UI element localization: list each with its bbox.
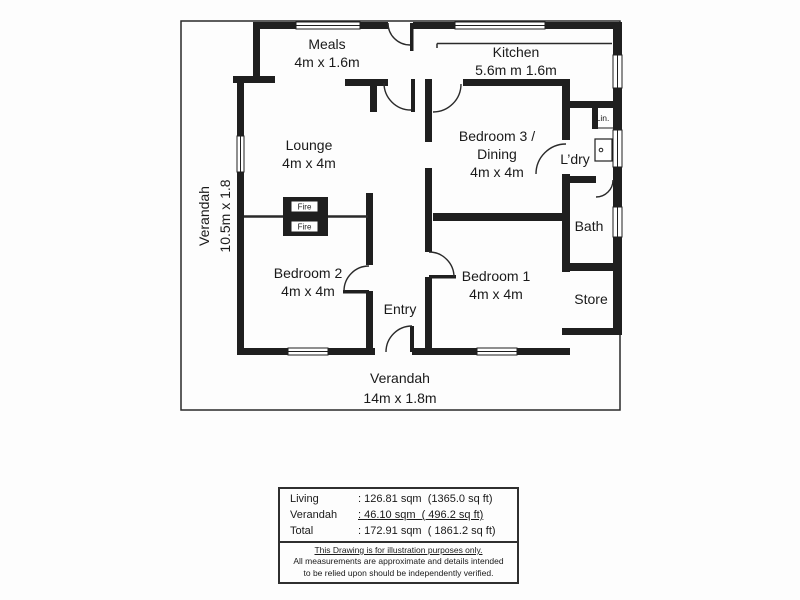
fireplace: Fire Fire xyxy=(244,197,368,236)
window-icon xyxy=(236,135,245,173)
room-label-verandah-front: Verandah xyxy=(370,370,430,386)
window-icon xyxy=(454,21,546,30)
door-kitchen-hall xyxy=(432,83,462,113)
floorplan-drawing: Fire Fire Meals 4m x 1.6m Kitchen 5.6m m… xyxy=(180,20,623,411)
laundry-tub-icon xyxy=(594,138,613,162)
room-dims-bedroom2: 4m x 4m xyxy=(281,283,335,299)
disclaimer-line-2: All measurements are approximate and det… xyxy=(293,556,504,567)
legend-row-living: Living : 126.81 sqm (1365.0 sq ft) xyxy=(290,492,509,508)
door-hall-top xyxy=(383,79,415,112)
fire-label-top: Fire xyxy=(298,203,312,212)
walls xyxy=(233,22,622,355)
window-icon xyxy=(476,347,518,356)
floorplan-svg: Fire Fire Meals 4m x 1.6m Kitchen 5.6m m… xyxy=(180,20,623,411)
door-entry-front xyxy=(385,325,414,353)
room-dims-bedroom1: 4m x 4m xyxy=(469,286,523,302)
room-label-bedroom3-line2: Dining xyxy=(477,146,517,162)
disclaimer-box: This Drawing is for illustration purpose… xyxy=(278,541,519,585)
window-icon xyxy=(287,347,329,356)
legend-label: Total xyxy=(290,524,314,537)
room-label-laundry: L’dry xyxy=(560,151,590,167)
legend-row-verandah: Verandah : 46.10 sqm ( 496.2 sq ft) xyxy=(290,508,509,524)
room-label-bedroom1: Bedroom 1 xyxy=(462,268,531,284)
window-icon xyxy=(612,129,623,168)
room-labels: Meals 4m x 1.6m Kitchen 5.6m m 1.6m Loun… xyxy=(196,36,609,406)
disclaimer-line-1: This Drawing is for illustration purpose… xyxy=(314,545,483,555)
door-meals-kitchen xyxy=(387,22,414,51)
kitchen-bench-line xyxy=(436,42,612,48)
legend-value: : 126.81 sqm (1365.0 sq ft) xyxy=(358,493,493,505)
door-bedroom1 xyxy=(428,251,456,279)
room-label-bedroom2: Bedroom 2 xyxy=(274,265,343,281)
door-laundry xyxy=(535,143,567,175)
room-dims-meals: 4m x 1.6m xyxy=(294,54,359,70)
room-dims-verandah-side: 10.5m x 1.8 xyxy=(217,179,233,252)
door-bath xyxy=(595,179,614,198)
legend-label: Living xyxy=(290,493,319,505)
door-glyphs xyxy=(343,22,614,353)
area-legend-box: Living : 126.81 sqm (1365.0 sq ft) Veran… xyxy=(278,487,519,546)
window-glyphs xyxy=(236,21,623,356)
room-label-bath: Bath xyxy=(575,218,604,234)
room-label-meals: Meals xyxy=(308,36,345,52)
room-label-entry: Entry xyxy=(384,301,417,317)
room-label-linen: Lin. xyxy=(596,113,610,123)
room-dims-kitchen: 5.6m m 1.6m xyxy=(475,62,557,78)
room-label-store: Store xyxy=(574,291,608,307)
window-icon xyxy=(295,21,361,30)
legend-value: : 46.10 sqm ( 496.2 sq ft) xyxy=(358,508,484,521)
window-icon xyxy=(612,54,623,89)
room-label-kitchen: Kitchen xyxy=(493,44,540,60)
disclaimer-line-3: to be relied upon should be independentl… xyxy=(303,567,494,578)
fixtures: Fire Fire xyxy=(244,42,613,236)
door-bedroom2 xyxy=(343,265,370,294)
legend-value: : 172.91 sqm ( 1861.2 sq ft) xyxy=(358,524,496,537)
legend-row-total: Total : 172.91 sqm ( 1861.2 sq ft) xyxy=(290,524,509,540)
room-dims-bedroom3: 4m x 4m xyxy=(470,164,524,180)
room-label-verandah-side: Verandah xyxy=(196,186,212,246)
window-icon xyxy=(612,206,623,238)
room-label-bedroom3-line1: Bedroom 3 / xyxy=(459,128,535,144)
legend-label: Verandah xyxy=(290,508,338,521)
room-dims-lounge: 4m x 4m xyxy=(282,155,336,171)
room-dims-verandah-front: 14m x 1.8m xyxy=(363,390,436,406)
room-label-lounge: Lounge xyxy=(286,137,333,153)
fire-label-bottom: Fire xyxy=(298,223,312,232)
